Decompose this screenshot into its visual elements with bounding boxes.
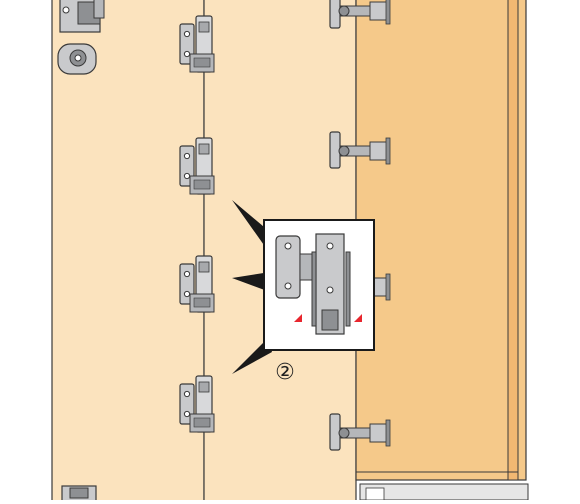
hinge-icon (179, 375, 215, 433)
cabinet-inner-edge (507, 0, 519, 481)
hinge-icon (57, 43, 97, 75)
callout-pointer-icon (232, 200, 270, 248)
detail-hinge-illustration (275, 233, 351, 335)
callout-pointer-icon (232, 272, 270, 292)
cabinet-side (355, 0, 527, 481)
adjustment-arrow-icon (354, 314, 362, 322)
hinge-icon (61, 485, 97, 503)
hinge-icon (59, 0, 105, 33)
cabinet-base (359, 483, 529, 501)
hinge-icon (179, 15, 215, 73)
adjustment-arrow-icon (294, 314, 302, 322)
left-door-panel (51, 0, 205, 503)
callout-pointer-icon (232, 338, 272, 374)
hinge-icon (179, 137, 215, 195)
step-number-label: ② (275, 360, 295, 385)
hinge-icon (179, 255, 215, 313)
